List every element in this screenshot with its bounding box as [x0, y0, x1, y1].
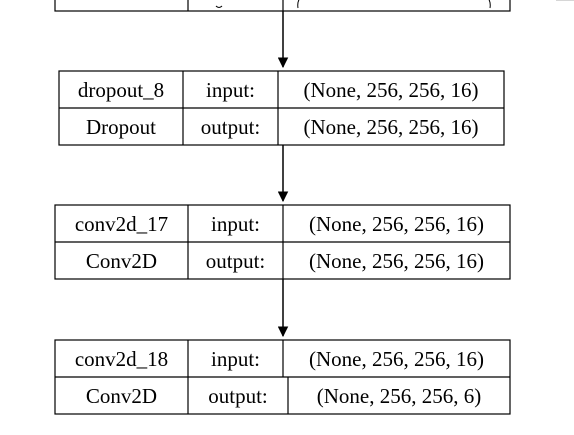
input-label: input: [211, 212, 260, 236]
partial-node-text-fragment [215, 5, 223, 8]
input-label: input: [206, 78, 255, 102]
input-label: input: [211, 347, 260, 371]
output-label: output: [208, 384, 268, 408]
output-label: output: [206, 249, 266, 273]
input-shape: (None, 256, 256, 16) [304, 78, 479, 102]
layer-name: conv2d_17 [75, 212, 168, 236]
output-shape: (None, 256, 256, 16) [309, 249, 484, 273]
input-shape: (None, 256, 256, 16) [309, 212, 484, 236]
layer-type: Conv2D [86, 384, 157, 408]
layer-node-conv2d-18: conv2d_18 Conv2D input: output: (None, 2… [54, 339, 511, 415]
layer-name: dropout_8 [78, 78, 164, 102]
page-edge-rule [556, 0, 574, 1]
layer-node-dropout-8: dropout_8 Dropout input: output: (None, … [58, 70, 505, 146]
output-shape: (None, 256, 256, 16) [304, 115, 479, 139]
partial-node-paren-right [488, 0, 491, 9]
layer-type: Conv2D [86, 249, 157, 273]
output-label: output: [201, 115, 261, 139]
layer-name: conv2d_18 [75, 347, 168, 371]
output-shape: (None, 256, 256, 6) [317, 384, 481, 408]
layer-node-conv2d-17: conv2d_17 Conv2D input: output: (None, 2… [54, 204, 511, 280]
partial-node-paren-left [297, 0, 300, 9]
layer-type: Dropout [86, 115, 156, 139]
layer-node-partial [54, 0, 511, 12]
input-shape: (None, 256, 256, 16) [309, 347, 484, 371]
